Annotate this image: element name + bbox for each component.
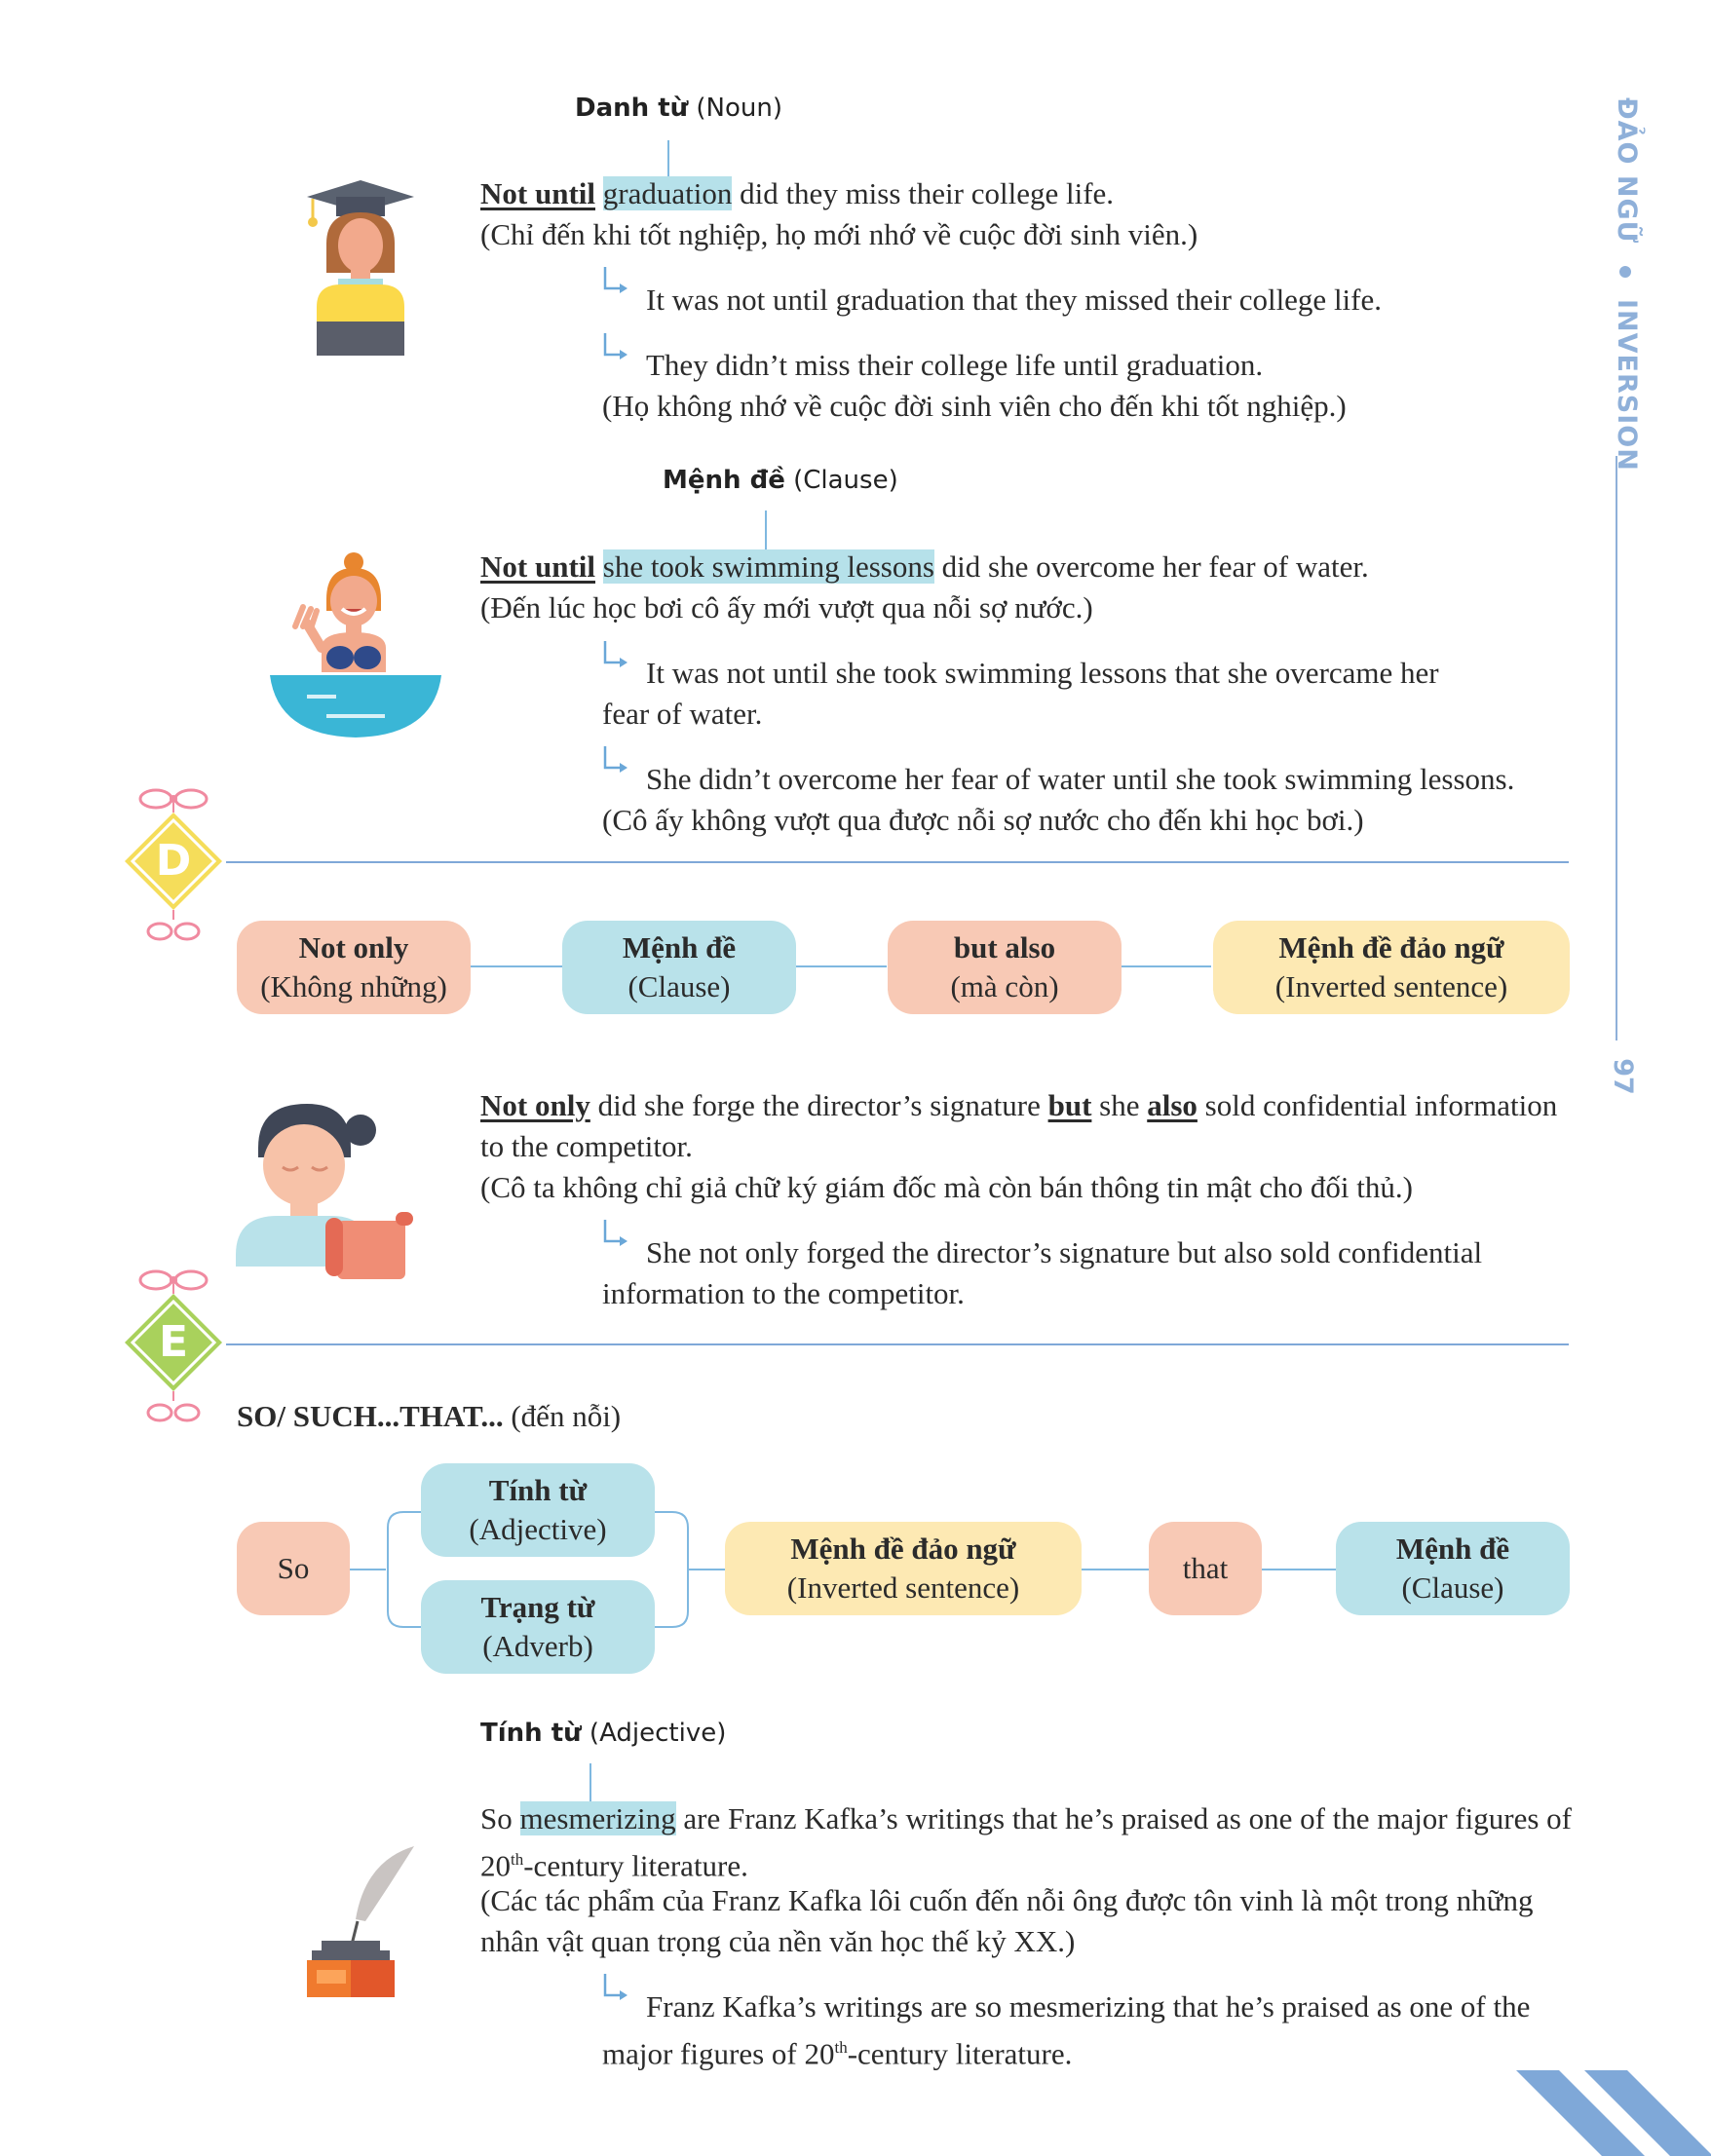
flow-box-adjective: Tính từ(Adjective) <box>421 1463 655 1557</box>
flow-box-so: So <box>237 1522 350 1615</box>
block2-alt2-translation: (Cô ấy không vượt qua được nỗi sợ nước c… <box>602 803 1364 837</box>
page-number: 97 <box>1608 1058 1638 1095</box>
side-rule <box>1616 456 1617 1040</box>
section-e-heading: SO/ SUCH...THAT... (đến nỗi) <box>237 1399 622 1433</box>
quill-inkwell-icon <box>307 1846 414 1997</box>
section-d-translation: (Cô ta không chỉ giả chữ ký giám đốc mà … <box>480 1170 1413 1204</box>
block1-alt2-translation: (Họ không nhớ về cuộc đời sinh viên cho … <box>602 389 1347 423</box>
block2-alt1-line2: fear of water. <box>602 697 763 731</box>
block2-sentence: Not until she took swimming lessons did … <box>480 549 1369 584</box>
flow-connector <box>1260 1569 1336 1570</box>
side-header-text: ĐẢO NGỮ INVERSION <box>1603 97 1642 472</box>
corner-stripes-decoration <box>1516 2070 1711 2156</box>
side-header: ĐẢO NGỮ INVERSION <box>1598 97 1647 472</box>
arrow-icon <box>603 1974 627 2000</box>
section-e-sentence-line2: 20th-century literature. <box>480 1848 748 1883</box>
flow-bracket-right <box>653 1511 689 1628</box>
flow-connector <box>794 965 887 967</box>
flow-box-inverted: Mệnh đề đảo ngữ(Inverted sentence) <box>1213 921 1570 1014</box>
section-badge-letter: E <box>158 1317 189 1367</box>
woman-with-scroll-icon <box>236 1104 413 1279</box>
flow-box-not-only: Not only(Không những) <box>237 921 471 1014</box>
flow-connector <box>349 1569 386 1570</box>
swimmer-icon <box>270 552 441 738</box>
arrow-icon <box>603 641 627 667</box>
side-header-title-vi: ĐẢO NGỮ <box>1612 97 1642 245</box>
flow-bracket-left <box>387 1511 423 1628</box>
arrow-icon <box>603 267 627 293</box>
noun-pointer-line <box>667 140 669 179</box>
section-d-alt1-line2: information to the competitor. <box>602 1276 965 1310</box>
section-e-alt1-line2: major figures of 20th-century literature… <box>602 2036 1073 2071</box>
section-e-translation-line1: (Các tác phẩm của Franz Kafka lôi cuốn đ… <box>480 1883 1534 1917</box>
block1-translation: (Chỉ đến khi tốt nghiệp, họ mới nhớ về c… <box>480 217 1198 251</box>
bullet-dot <box>1619 265 1632 278</box>
arrow-icon <box>603 746 627 773</box>
block1-alt2: They didn’t miss their college life unti… <box>646 348 1264 382</box>
flow-box-but-also: but also(mà còn) <box>888 921 1122 1014</box>
block1-alt1: It was not until graduation that they mi… <box>646 283 1383 317</box>
flow-box-adverb: Trạng từ(Adverb) <box>421 1580 655 1674</box>
block2-alt2: She didn’t overcome her fear of water un… <box>646 762 1515 796</box>
flow-connector <box>688 1569 725 1570</box>
flow-box-clause: Mệnh đề(Clause) <box>1336 1522 1570 1615</box>
flow-connector <box>1082 1569 1150 1570</box>
clause-label: Mệnh đề (Clause) <box>663 466 898 495</box>
section-e-translation-line2: nhân vật quan trọng của nền văn học thế … <box>480 1924 1076 1958</box>
clause-pointer-line <box>765 511 767 549</box>
section-e-sentence: So mesmerizing are Franz Kafka’s writing… <box>480 1801 1572 1835</box>
adjective-label: Tính từ (Adjective) <box>480 1719 727 1748</box>
flow-connector <box>1119 965 1211 967</box>
graduate-icon <box>307 180 414 356</box>
section-d-divider <box>226 861 1569 863</box>
section-badge-letter: D <box>155 836 192 886</box>
flow-box-clause: Mệnh đề(Clause) <box>562 921 796 1014</box>
flow-box-inverted: Mệnh đề đảo ngữ(Inverted sentence) <box>725 1522 1082 1615</box>
section-e-divider <box>226 1343 1569 1345</box>
arrow-icon <box>603 1220 627 1246</box>
block2-alt1-line1: It was not until she took swimming lesso… <box>646 656 1439 690</box>
block1-sentence: Not until graduation did they miss their… <box>480 176 1115 210</box>
side-header-title-en: INVERSION <box>1612 299 1642 472</box>
section-d-sentence-line2: to the competitor. <box>480 1129 693 1163</box>
section-d-alt1-line1: She not only forged the director’s signa… <box>646 1235 1483 1269</box>
noun-label: Danh từ (Noun) <box>575 94 783 123</box>
arrow-icon <box>603 333 627 359</box>
block2-translation: (Đến lúc học bơi cô ấy mới vượt qua nỗi … <box>480 590 1093 624</box>
adjective-pointer-line <box>589 1763 591 1802</box>
flow-box-that: that <box>1149 1522 1262 1615</box>
flow-connector <box>470 965 562 967</box>
section-e-alt1-line1: Franz Kafka’s writings are so mesmerizin… <box>646 1989 1531 2024</box>
section-d-sentence: Not only did she forge the director’s si… <box>480 1088 1558 1122</box>
section-badge-e <box>125 1269 222 1422</box>
section-badge-d <box>125 788 222 941</box>
